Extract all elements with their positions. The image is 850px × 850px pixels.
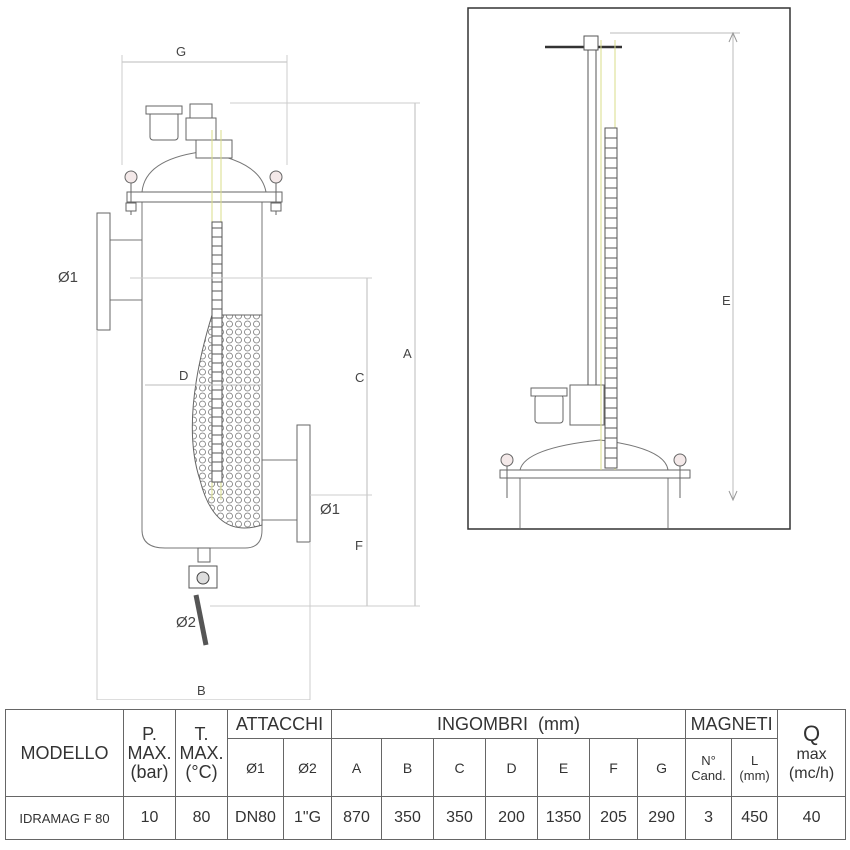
spec-table: MODELLO P.MAX.(bar) T.MAX.(°C) ATTACCHI … bbox=[5, 709, 847, 840]
subheader-len: L(mm) bbox=[731, 738, 779, 797]
subheader-d2: Ø2 bbox=[282, 738, 333, 797]
clamp-right bbox=[269, 170, 283, 215]
cell-d2: 1"G bbox=[282, 796, 333, 840]
cell-model: IDRAMAG F 80 bbox=[5, 796, 124, 840]
inlet-label: Ø1 bbox=[58, 269, 78, 286]
cell-d1: DN80 bbox=[227, 796, 284, 840]
dim-label-f: F bbox=[355, 538, 363, 553]
dim-label-d: D bbox=[179, 368, 188, 383]
subheader-e: E bbox=[537, 738, 591, 797]
header-magnets: MAGNETI bbox=[685, 709, 779, 739]
cell-e: 1350 bbox=[537, 796, 591, 840]
cell-b: 350 bbox=[381, 796, 435, 840]
subheader-d1: Ø1 bbox=[227, 738, 284, 797]
subheader-cand: N°Cand. bbox=[685, 738, 733, 797]
cell-cand: 3 bbox=[685, 796, 733, 840]
extraction-detail bbox=[467, 7, 791, 530]
cell-a: 870 bbox=[331, 796, 383, 840]
header-flow: Q max (mc/h) bbox=[777, 709, 847, 797]
drain-label: Ø2 bbox=[176, 614, 196, 631]
dim-label-c: C bbox=[355, 370, 364, 385]
magnet-stack bbox=[211, 221, 223, 483]
dim-label-a: A bbox=[403, 346, 412, 361]
outlet-label: Ø1 bbox=[320, 501, 340, 518]
header-model: MODELLO bbox=[5, 709, 124, 797]
table-row: IDRAMAG F 80 10 80 DN80 1"G 870 350 350 … bbox=[5, 796, 847, 840]
dim-label-b: B bbox=[197, 683, 206, 698]
dim-label-g: G bbox=[176, 44, 186, 59]
header-dimensions: INGOMBRI (mm) bbox=[331, 709, 687, 739]
technical-drawing: G A C D F B Ø1 Ø1 Ø2 E bbox=[58, 7, 791, 700]
cell-c: 350 bbox=[433, 796, 487, 840]
cell-len: 450 bbox=[731, 796, 779, 840]
cell-flow: 40 bbox=[777, 796, 847, 840]
subheader-c: C bbox=[433, 738, 487, 797]
cell-tmax: 80 bbox=[175, 796, 228, 840]
filter-elevation bbox=[96, 55, 420, 700]
subheader-a: A bbox=[331, 738, 383, 797]
subheader-f: F bbox=[589, 738, 639, 797]
subheader-g: G bbox=[637, 738, 687, 797]
subheader-b: B bbox=[381, 738, 435, 797]
header-pmax: P.MAX.(bar) bbox=[123, 709, 176, 797]
clamp-left bbox=[124, 170, 138, 215]
dim-label-e: E bbox=[722, 293, 731, 308]
cell-f: 205 bbox=[589, 796, 639, 840]
header-tmax: T.MAX.(°C) bbox=[175, 709, 228, 797]
header-connections: ATTACCHI bbox=[226, 709, 333, 739]
cell-g: 290 bbox=[637, 796, 687, 840]
subheader-d: D bbox=[485, 738, 539, 797]
cell-pmax: 10 bbox=[123, 796, 176, 840]
cell-d: 200 bbox=[485, 796, 539, 840]
